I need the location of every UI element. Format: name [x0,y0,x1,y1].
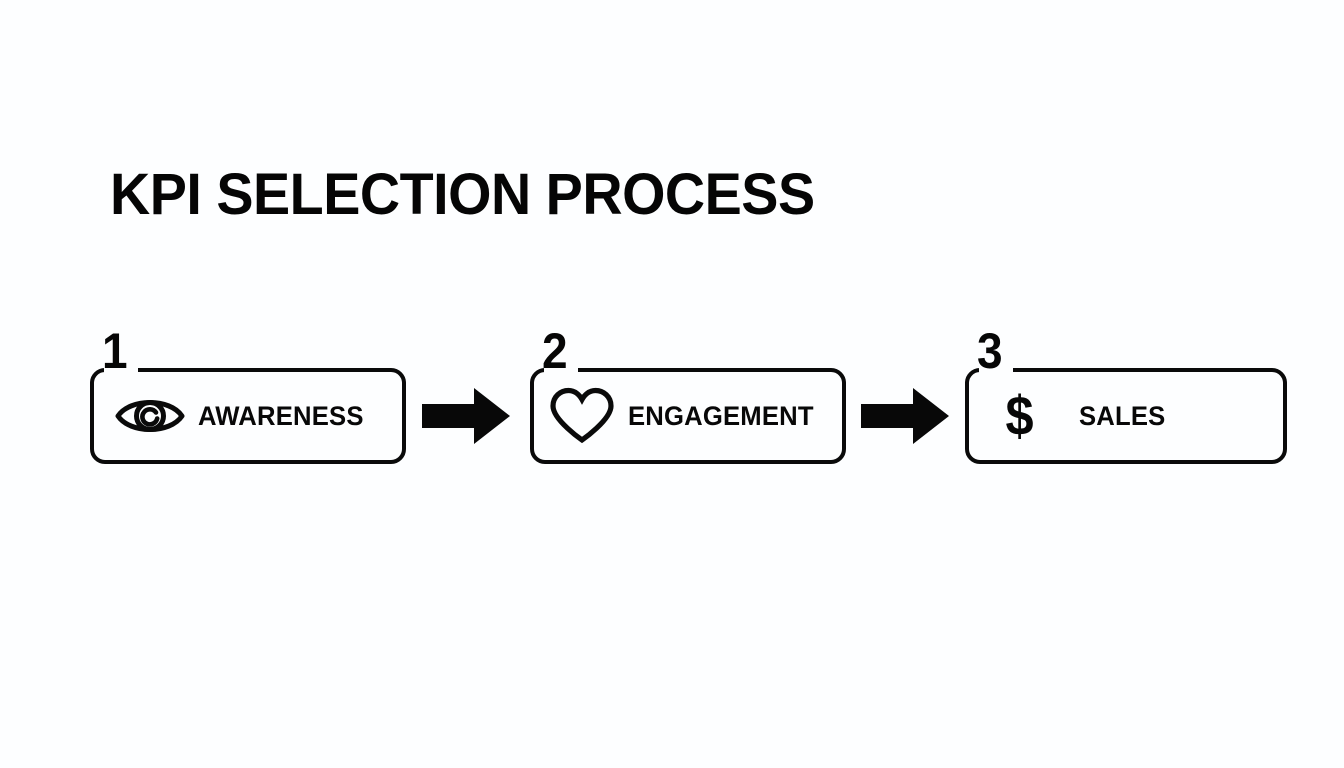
step-content: ENGAGEMENT [530,368,846,464]
page-title: KPI SELECTION PROCESS [110,162,815,227]
process-step-awareness[interactable]: 1 AWARENESS [90,326,406,464]
eye-icon [112,388,188,444]
step-content: $ SALES [965,368,1287,464]
step-number-notch [104,361,138,373]
step-box-outline [965,368,1287,464]
step-box-outline [90,368,406,464]
process-step-engagement[interactable]: 2 ENGAGEMENT [530,326,846,464]
step-box-outline [530,368,846,464]
step-content: AWARENESS [90,368,406,464]
dollar-sign-glyph: $ [1005,384,1035,447]
heart-icon [548,387,616,445]
step-label-sales: SALES [1079,401,1166,431]
arrow-right-icon [422,386,510,446]
step-number-3: 3 [977,323,1003,379]
step-number-1: 1 [102,323,128,379]
step-number-notch [544,361,578,373]
step-number-2: 2 [542,323,568,379]
step-number-notch [979,361,1013,373]
process-step-sales[interactable]: 3 $ SALES [965,326,1287,464]
arrow-right-icon [861,386,949,446]
step-label-engagement: ENGAGEMENT [628,401,814,431]
step-label-awareness: AWARENESS [198,401,364,431]
dollar-sign-icon: $ [999,385,1041,447]
